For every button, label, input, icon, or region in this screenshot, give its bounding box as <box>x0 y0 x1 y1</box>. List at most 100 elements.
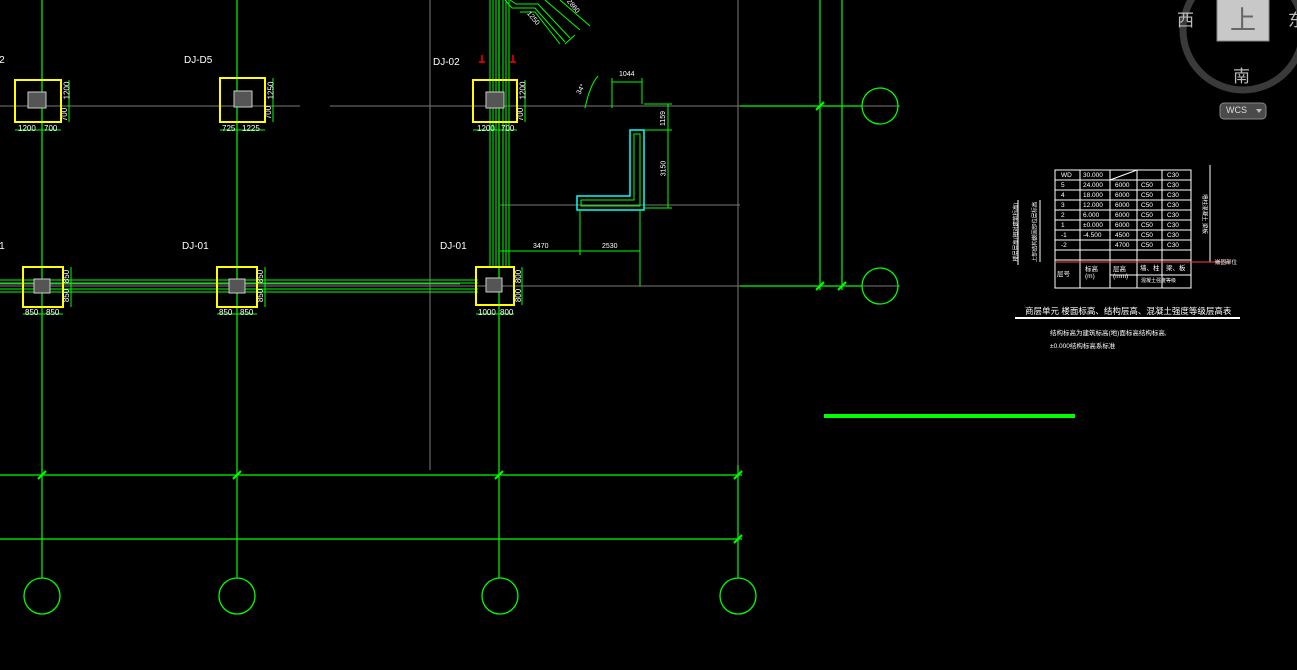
footing-label: DJ-02 <box>0 55 5 66</box>
footing-dj01-a[interactable] <box>22 266 72 315</box>
dim-text: 1200 <box>518 81 528 100</box>
table-cell: C50 <box>1141 192 1153 199</box>
table-cell: C50 <box>1141 232 1153 239</box>
axis-bubble <box>481 577 519 615</box>
reference-lines <box>0 0 900 470</box>
dim-text: 1225 <box>242 124 260 133</box>
table-cell: 6000 <box>1115 212 1130 219</box>
table-cell: -2 <box>1061 242 1067 249</box>
table-header-cell: 梁、板 <box>1166 265 1186 272</box>
table-cell: 24.000 <box>1083 182 1103 189</box>
table-cell: 4500 <box>1115 232 1130 239</box>
viewcube-top-label[interactable]: 上 <box>1230 6 1257 36</box>
footing-dj05[interactable] <box>219 77 274 131</box>
dim-text: 700 <box>44 124 58 133</box>
axis-bubble <box>719 577 757 615</box>
table-cell: C30 <box>1167 182 1179 189</box>
table-cell: 6000 <box>1115 202 1130 209</box>
table-left-caption: 楼层层高(相对建筑标高) <box>1013 202 1020 262</box>
table-cell: C30 <box>1167 232 1179 239</box>
level-table-frame <box>1015 165 1240 319</box>
level-table-title: 商层单元 楼面标高、结构层高、混凝土强度等级层高表 <box>1025 306 1232 316</box>
dim-text: 850 <box>256 288 266 303</box>
footing-label: DJ-01 <box>182 241 209 252</box>
table-cell: C30 <box>1167 192 1179 199</box>
table-cell: WD <box>1061 172 1072 179</box>
viewcube-east-label[interactable]: 东 <box>1288 11 1297 31</box>
table-cell: 1 <box>1061 222 1065 229</box>
axis-bubble <box>861 87 899 125</box>
table-cell: 3 <box>1061 202 1065 209</box>
table-cell: C50 <box>1141 212 1153 219</box>
table-cell: C30 <box>1167 212 1179 219</box>
table-cell: C30 <box>1167 222 1179 229</box>
table-header-cell: 层高(mm) <box>1113 266 1129 280</box>
dim-text: 700 <box>60 107 70 122</box>
table-footer-label: 嵌固部位 <box>1215 260 1238 266</box>
dim-text: 800 <box>500 308 514 317</box>
axis-bubbles[interactable] <box>23 87 899 615</box>
table-cell: 4 <box>1061 192 1065 199</box>
footing-label: DJ-01 <box>440 241 467 252</box>
dim-text: 1000 <box>478 308 496 317</box>
dim-text: 850 <box>240 308 254 317</box>
table-header-cell: 墙、柱 <box>1140 265 1160 272</box>
axis-bubble <box>861 267 899 305</box>
footing-dj02-a[interactable] <box>14 79 70 131</box>
dim-text: 3470 <box>533 243 549 250</box>
dim-text: 3150 <box>660 160 668 177</box>
level-table-note: 结构标高为建筑标高(地)面标高结构标高, <box>1050 330 1167 337</box>
dim-text: 1200 <box>477 124 495 133</box>
viewcube-top-face <box>1216 0 1270 42</box>
footing-label: DJ-01 <box>0 241 5 252</box>
table-cell: ±0.000 <box>1083 222 1103 229</box>
dim-text: 1250 <box>266 81 276 100</box>
viewcube[interactable] <box>1179 0 1297 120</box>
table-right-caption: 墙柱混凝土 梁板 <box>1201 193 1208 235</box>
table-cell: C50 <box>1141 222 1153 229</box>
table-cell: C30 <box>1167 172 1179 179</box>
dim-text: 850 <box>219 308 233 317</box>
viewcube-west-label[interactable]: 西 <box>1177 11 1194 31</box>
dim-text: 700 <box>501 124 515 133</box>
axis-bubble <box>23 577 61 615</box>
footing-label: DJ-D5 <box>184 55 213 66</box>
dim-text: 700 <box>516 107 526 122</box>
dim-text: 850 <box>62 288 72 303</box>
dim-text: 850 <box>46 308 60 317</box>
table-cell: -1 <box>1061 232 1067 239</box>
table-cell: 30.000 <box>1083 172 1103 179</box>
dim-text: 850 <box>62 269 72 284</box>
diagonal-wall <box>504 0 591 45</box>
table-left-caption: 上部结构嵌固部位层标高 <box>1032 201 1039 263</box>
dim-text: 1200 <box>62 81 72 100</box>
dim-text: 725 <box>222 124 236 133</box>
viewcube-south-label[interactable]: 南 <box>1233 67 1250 87</box>
footing-label: DJ-02 <box>433 57 460 68</box>
footing-dj01-b[interactable] <box>216 266 266 315</box>
table-cell: 5 <box>1061 182 1065 189</box>
table-cell: 4700 <box>1115 242 1130 249</box>
footing-dj02-b[interactable] <box>472 79 526 131</box>
wcs-label[interactable]: WCS <box>1226 105 1247 115</box>
table-cell: 6000 <box>1115 192 1130 199</box>
table-header-cell: 混凝土强度等级 <box>1141 278 1177 284</box>
dim-text: 850 <box>256 269 266 284</box>
table-cell: 2 <box>1061 212 1065 219</box>
dim-text: 1159 <box>660 110 668 127</box>
axis-bubble <box>218 577 256 615</box>
dim-text: 1044 <box>619 71 635 78</box>
dim-text: 850 <box>25 308 39 317</box>
table-cell: 6000 <box>1115 222 1130 229</box>
level-table-note: ±0.000结构标高系标准 <box>1050 343 1116 350</box>
footing-dj01-c[interactable] <box>475 266 523 315</box>
table-cell: C50 <box>1141 182 1153 189</box>
table-cell: 12.000 <box>1083 202 1103 209</box>
dim-text: 800 <box>514 269 524 284</box>
dim-text: 2530 <box>602 243 618 250</box>
table-cell: C50 <box>1141 202 1153 209</box>
l-shaped-wall <box>576 129 645 211</box>
red-markers <box>479 55 516 63</box>
